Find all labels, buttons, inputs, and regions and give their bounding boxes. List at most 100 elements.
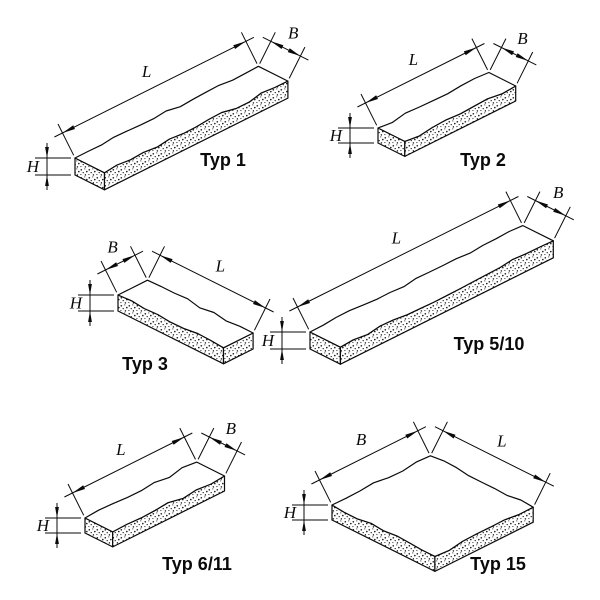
arrowhead-icon	[55, 533, 59, 544]
arrowhead-icon	[515, 53, 529, 61]
extension-line	[240, 32, 258, 64]
slab-top-face	[84, 461, 226, 533]
arrowhead-icon	[497, 200, 511, 209]
dimension-line	[289, 196, 519, 312]
dimension-line	[97, 250, 144, 275]
arrowhead-icon	[209, 437, 222, 445]
arrowhead-icon	[302, 494, 306, 505]
dim-label: H	[329, 126, 344, 145]
extension-line	[534, 472, 551, 505]
extension-line	[505, 191, 522, 224]
arrowhead-icon	[62, 125, 75, 133]
dim-label: L	[215, 256, 225, 275]
extension-line	[412, 421, 430, 454]
figure-typ-15: B L H Typ 15	[283, 421, 555, 574]
dim-height: H	[69, 280, 114, 326]
extension-line	[288, 46, 306, 79]
dim-height: H	[329, 113, 374, 158]
dimension-line	[201, 432, 246, 456]
extension-line	[179, 427, 196, 460]
dimension-line	[262, 36, 309, 61]
extension-line	[259, 32, 276, 64]
dim-label: L	[496, 431, 506, 450]
dimension-line	[64, 432, 193, 498]
arrowhead-icon	[88, 311, 92, 322]
dim-upper-right-edge: B	[197, 419, 246, 474]
arrowhead-icon	[233, 41, 246, 49]
arrowhead-icon	[302, 520, 306, 531]
arrowhead-icon	[45, 175, 49, 186]
extension-line	[554, 206, 571, 239]
arrowhead-icon	[160, 255, 173, 263]
typ-label: Typ 2	[460, 150, 506, 170]
dim-height: H	[26, 143, 71, 190]
arrowhead-icon	[287, 48, 301, 56]
dimension-line	[434, 426, 555, 487]
arrowhead-icon	[297, 299, 310, 307]
arrowhead-icon	[72, 485, 85, 493]
dim-upper-left-edge: L	[357, 38, 489, 126]
dim-height: H	[283, 490, 328, 535]
dimension-line	[527, 196, 575, 221]
arrowhead-icon	[224, 443, 237, 451]
extension-line	[100, 260, 118, 293]
dim-upper-right-edge: B	[489, 29, 537, 84]
dim-label: B	[553, 183, 564, 202]
arrowhead-icon	[270, 41, 284, 49]
arrowhead-icon	[319, 472, 332, 480]
dim-upper-right-edge: L	[431, 421, 555, 505]
typ-label: Typ 15	[470, 554, 526, 574]
extension-line	[489, 38, 507, 71]
extension-line	[57, 123, 75, 156]
arrowhead-icon	[533, 474, 546, 483]
dim-upper-left-edge: L	[64, 427, 196, 516]
extension-line	[225, 441, 242, 474]
arrowhead-icon	[88, 284, 92, 295]
extension-line	[360, 93, 378, 126]
arrowhead-icon	[463, 47, 477, 56]
dim-label: L	[391, 229, 401, 248]
typ-label: Typ 3	[122, 354, 168, 374]
dimension-line	[54, 36, 255, 138]
slab-top-face	[331, 455, 534, 558]
dimension-line	[357, 43, 485, 108]
typ-label: Typ 1	[200, 150, 246, 170]
extension-line	[67, 483, 85, 516]
dim-label: B	[517, 29, 528, 48]
figure-typ-3: B L H Typ 3	[69, 237, 274, 374]
arrowhead-icon	[553, 208, 566, 216]
dim-label: B	[107, 237, 118, 256]
extension-line	[130, 246, 147, 278]
dim-label: H	[69, 294, 84, 313]
dim-label: B	[288, 24, 299, 43]
dim-label: B	[226, 419, 237, 438]
dim-upper-left-edge: B	[311, 421, 430, 503]
dim-upper-left-edge: L	[289, 191, 522, 330]
arrowhead-icon	[348, 143, 352, 154]
arrowhead-icon	[105, 262, 118, 270]
dim-label: B	[356, 430, 367, 449]
dimension-line	[493, 43, 537, 66]
dim-label: H	[36, 516, 51, 535]
extension-line	[148, 246, 165, 278]
dim-label: L	[115, 440, 125, 459]
arrowhead-icon	[365, 95, 378, 103]
arrowhead-icon	[535, 200, 548, 209]
dimension-line	[151, 250, 274, 313]
arrowhead-icon	[442, 430, 456, 439]
extension-line	[197, 427, 215, 460]
arrowhead-icon	[45, 147, 49, 158]
extension-line	[523, 191, 541, 224]
slab-top-face	[117, 279, 254, 349]
extension-line	[431, 421, 448, 454]
arrowhead-icon	[405, 430, 418, 439]
arrowhead-icon	[253, 300, 266, 308]
extension-line	[314, 470, 332, 503]
slab-top-face	[377, 71, 517, 142]
arrowhead-icon	[501, 47, 514, 56]
dim-label: H	[261, 331, 276, 350]
